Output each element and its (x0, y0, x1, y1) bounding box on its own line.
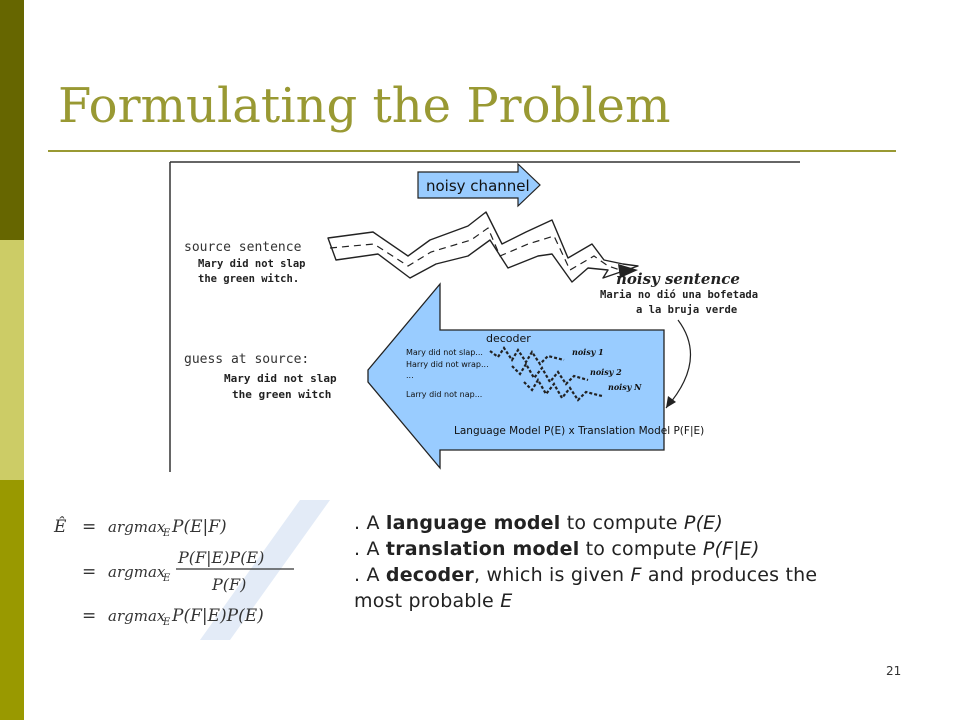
guess-line1: Mary did not slap (224, 372, 337, 385)
decoder-arrow (367, 282, 665, 470)
noisy-channel-arrow (417, 162, 541, 208)
formula-term-3: P(F|E)P(E) (171, 606, 264, 626)
candidate-3: Larry did not nap... (406, 390, 482, 399)
noisy-sentence-line2: a la bruja verde (636, 304, 737, 316)
decoder-wave-3 (523, 377, 603, 402)
noisy-2-label: noisy 2 (590, 367, 622, 377)
noisy-1-label: noisy 1 (572, 347, 604, 357)
noisy-channel-label: noisy channel (426, 177, 530, 195)
guess-label: guess at source: (184, 352, 309, 367)
guess-line2: the green witch (232, 388, 331, 401)
decoder-label: decoder (486, 332, 531, 345)
feedback-curve-head (666, 396, 676, 408)
formula-lhs: Ê (53, 516, 67, 537)
slide-title: Formulating the Problem (58, 78, 671, 134)
noisy-n-label: noisy N (608, 382, 642, 392)
source-sentence-line1: Mary did not slap (198, 258, 305, 270)
source-sentence-label: source sentence (184, 240, 302, 255)
formula-argmax-1: argmax (108, 518, 166, 536)
formula-sub-1: E (162, 528, 171, 539)
source-sentence-line2: the green witch. (198, 273, 299, 285)
bullet-decoder: . A decoder, which is given F and produc… (354, 564, 818, 586)
title-underline (48, 150, 896, 152)
formula-argmax-2: argmax (108, 563, 166, 581)
sidebar-bar-light (0, 240, 24, 480)
formula-denominator: P(F) (211, 575, 246, 594)
formula-term-1: P(E|F) (171, 517, 227, 537)
sidebar-bar-mid (0, 480, 24, 720)
page-number: 21 (886, 664, 902, 678)
channel-dashed-path (329, 227, 621, 271)
sidebar-bar-dark (0, 0, 24, 240)
noisy-sentence-label: noisy sentence (616, 270, 740, 288)
formula-numerator: P(F|E)P(E) (177, 548, 264, 567)
candidate-ellipsis: ... (406, 371, 414, 380)
bullet-translation-model: . A translation model to compute P(F|E) (354, 538, 760, 560)
formula-eq-2: = (82, 562, 96, 582)
formula-sub-3: E (162, 617, 171, 628)
bullet-decoder-continued: most probable E (354, 590, 513, 612)
noisy-sentence-line1: Maria no dió una bofetada (600, 289, 758, 301)
channel-arrow-head (618, 264, 638, 278)
bullet-language-model: . A language model to compute P(E) (354, 512, 723, 534)
candidate-2: Harry did not wrap... (406, 360, 489, 369)
bullet-list: . A language model to compute P(E) . A t… (354, 510, 944, 614)
formula-eq-3: = (82, 606, 96, 626)
feedback-curve (665, 319, 691, 409)
noisy-channel-diagram: noisy channel source sentence Mary did n… (168, 160, 800, 472)
model-label: Language Model P(E) x Translation Model … (454, 425, 704, 437)
sidebar-bars (0, 0, 24, 720)
formula-sub-2: E (162, 573, 171, 584)
formula-eq-1: = (82, 517, 96, 537)
formula-argmax-3: argmax (108, 607, 166, 625)
channel-band (327, 211, 639, 283)
decoder-wave-1 (489, 346, 565, 366)
argmax-formula: Ê = argmax E P(E|F) = argmax E P(F|E)P(E… (53, 516, 294, 628)
decoder-wave-2 (511, 361, 589, 386)
candidate-1: Mary did not slap... (406, 348, 483, 357)
